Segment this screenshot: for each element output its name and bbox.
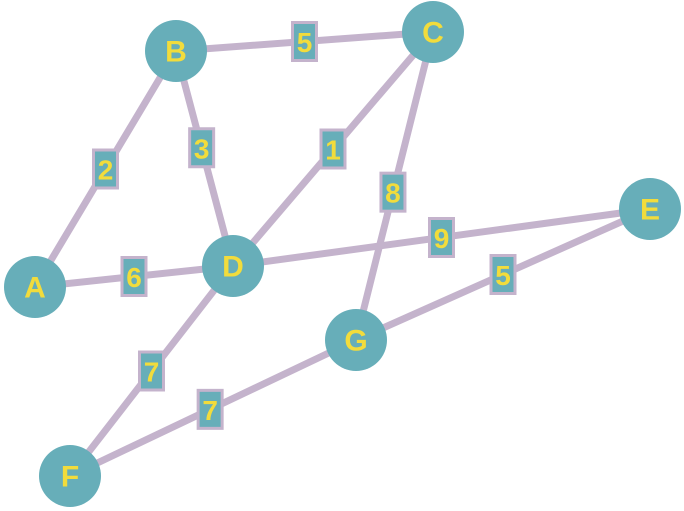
edge-weight-a-d: 6 — [120, 256, 148, 297]
edges-layer — [31, 28, 654, 480]
node-d: D — [202, 235, 264, 297]
edge-weight-d-e: 9 — [428, 217, 455, 258]
weight-box — [188, 127, 216, 169]
weight-box — [379, 171, 407, 213]
node-label: F — [61, 461, 79, 494]
node-e: E — [619, 178, 681, 240]
weight-label: 2 — [98, 155, 114, 186]
weights-layer: 5 2 3 1 8 9 6 5 7 7 — [92, 21, 517, 430]
weight-label: 7 — [144, 357, 160, 388]
node-label: D — [222, 251, 244, 284]
node-label: B — [165, 36, 187, 69]
weight-box — [319, 128, 347, 170]
node-a: A — [4, 256, 66, 318]
edge-weight-b-c: 5 — [291, 21, 318, 62]
weight-box — [138, 350, 165, 392]
node-label: E — [640, 194, 660, 227]
weight-box — [120, 256, 148, 297]
node-circle — [202, 235, 264, 297]
weight-label: 5 — [495, 260, 511, 291]
weight-label: 5 — [297, 27, 313, 58]
nodes-layer: A B C D E F G — [4, 1, 681, 507]
weight-label: 7 — [202, 395, 218, 426]
edge-weight-a-b: 2 — [92, 148, 119, 190]
node-circle — [39, 445, 101, 507]
node-label: C — [422, 17, 444, 50]
weight-box — [428, 217, 455, 258]
node-circle — [325, 309, 387, 371]
edge-weight-f-g: 7 — [196, 388, 224, 430]
edge-weight-c-g: 8 — [379, 171, 407, 213]
edge-weight-c-d: 1 — [319, 128, 347, 170]
weight-label: 3 — [194, 133, 210, 164]
edge-weight-b-d: 3 — [188, 127, 216, 169]
node-c: C — [402, 1, 464, 63]
weight-label: 6 — [126, 262, 142, 293]
node-g: G — [325, 309, 387, 371]
weight-label: 1 — [325, 135, 341, 166]
edge-weight-d-f: 7 — [138, 350, 165, 392]
node-f: F — [39, 445, 101, 507]
node-circle — [402, 1, 464, 63]
node-label: A — [24, 272, 46, 305]
weight-box — [92, 148, 119, 190]
weight-label: 8 — [385, 178, 401, 209]
node-circle — [4, 256, 66, 318]
weight-box — [196, 388, 224, 430]
weight-label: 9 — [434, 223, 450, 254]
node-circle — [145, 20, 207, 82]
node-b: B — [145, 20, 207, 82]
node-label: G — [344, 325, 367, 358]
weight-box — [291, 21, 318, 62]
edge-weight-g-e: 5 — [489, 254, 517, 295]
node-circle — [619, 178, 681, 240]
weight-box — [489, 254, 517, 295]
